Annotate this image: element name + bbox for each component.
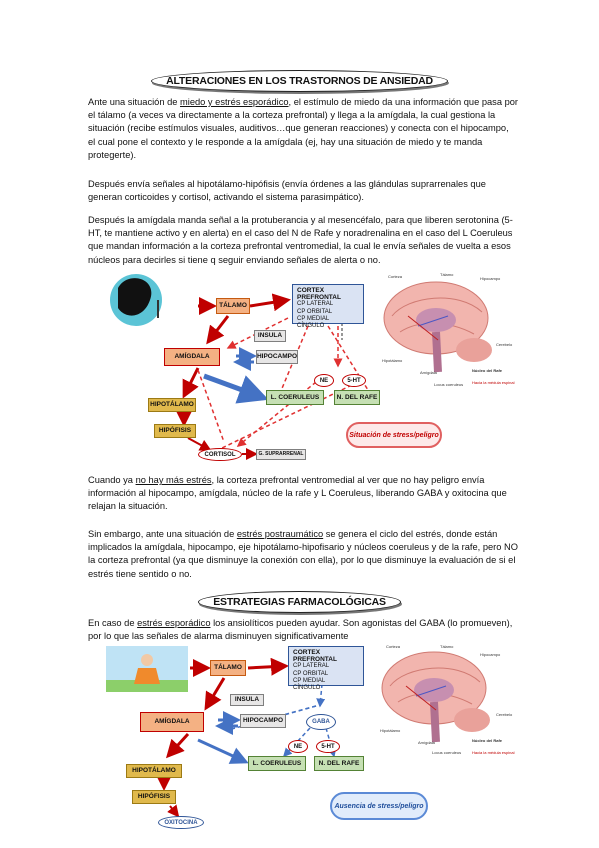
brain-label: Cerebelo bbox=[496, 712, 513, 717]
brain-label: Hipocampo bbox=[480, 276, 501, 281]
paragraph-5: Sin embargo, ante una situación de estré… bbox=[88, 528, 518, 581]
paragraph-3: Después la amígdala manda señal a la pro… bbox=[88, 214, 518, 267]
p5-text-a: Sin embargo, ante una situación de bbox=[88, 529, 237, 539]
paragraph-2: Después envía señales al hipotálamo-hipó… bbox=[88, 178, 518, 204]
p5-underline: estrés postraumático bbox=[236, 529, 324, 539]
hipofisis-box: HIPÓFISIS bbox=[154, 424, 196, 438]
cortex-title: CORTEX PREFRONTAL bbox=[297, 287, 341, 302]
cortex-item: CP MEDIAL bbox=[297, 315, 330, 322]
cortex-item: CP LATERAL bbox=[297, 301, 334, 308]
p4-text-b: , la corteza prefrontal ventromedial al … bbox=[88, 475, 507, 512]
brain-label: Locus coeruleus bbox=[432, 750, 462, 755]
hipocampo-box: HIPOCAMPO bbox=[256, 350, 298, 364]
meditation-figure bbox=[106, 646, 188, 692]
calm-cloud: Ausencia de stress/peligro bbox=[330, 792, 428, 820]
brain-label: Núcleo del Rafe bbox=[472, 368, 503, 373]
brain-label: Amígdala bbox=[420, 370, 437, 375]
amigdala-box: AMÍGDALA bbox=[140, 712, 204, 732]
p6-text-b: los ansiolíticos pueden ayudar. Son agon… bbox=[88, 618, 513, 642]
cortex-box: CORTEX PREFRONTAL CP LATERAL CP ORBITAL … bbox=[288, 646, 364, 691]
diagram-2-arrows bbox=[106, 646, 337, 818]
diagram-stress: TÁLAMO CORTEX PREFRONTAL CP LATERAL CP O… bbox=[88, 270, 518, 470]
brain-label: Hacia la médula espinal bbox=[472, 380, 515, 385]
rafe-box: N. DEL RAFE bbox=[334, 390, 380, 405]
cortisol-badge: CORTISOL bbox=[198, 448, 242, 461]
cortex-item: CÍNGULO bbox=[293, 685, 321, 692]
insula-box: INSULA bbox=[230, 694, 264, 706]
brain-label: Corteza bbox=[388, 274, 403, 279]
brain-label: Locus coeruleus bbox=[434, 382, 464, 387]
brain-label: Tálamo bbox=[440, 272, 454, 277]
ne-badge: NE bbox=[314, 374, 334, 387]
talamo-box: TÁLAMO bbox=[210, 660, 246, 676]
brain-illustration-1 bbox=[383, 281, 492, 373]
brain-label: Hipotálamo bbox=[380, 728, 401, 733]
p2-text: Después envía señales al hipotálamo-hipó… bbox=[88, 179, 486, 203]
p4-text-a: Cuando ya bbox=[88, 475, 136, 485]
talamo-box: TÁLAMO bbox=[216, 298, 250, 314]
hipofisis-box: HIPÓFISIS bbox=[132, 790, 176, 804]
cortex-item: CP ORBITAL bbox=[293, 670, 329, 677]
rafe-box: N. DEL RAFE bbox=[314, 756, 364, 771]
brain-label: Hacia la médula espinal bbox=[472, 750, 515, 755]
heading-ansiedad: ALTERACIONES EN LOS TRASTORNOS DE ANSIED… bbox=[151, 70, 448, 92]
brain-label: Corteza bbox=[386, 644, 401, 649]
paragraph-4: Cuando ya no hay más estrés, la corteza … bbox=[88, 474, 518, 514]
insula-box: INSULA bbox=[254, 330, 286, 342]
ne-badge: NE bbox=[288, 740, 308, 753]
heading-farmacologicas: ESTRATEGIAS FARMACOLÓGICAS bbox=[198, 591, 401, 613]
p6-underline: estrés esporádico bbox=[137, 618, 211, 628]
cortex-box: CORTEX PREFRONTAL CP LATERAL CP ORBITAL … bbox=[292, 284, 364, 329]
p1-text-b: , el estímulo de miedo da una informació… bbox=[88, 97, 519, 160]
p5-text-b: se genera el ciclo del estrés, donde est… bbox=[88, 529, 518, 579]
cortex-item: CÍNGULO bbox=[297, 323, 325, 330]
brain-label: Núcleo del Rafe bbox=[472, 738, 503, 743]
section-heading-2: ESTRATEGIAS FARMACOLÓGICAS bbox=[0, 591, 599, 613]
brain-label: Hipotálamo bbox=[382, 358, 403, 363]
diagram-calm: TÁLAMO CORTEX PREFRONTAL CP LATERAL CP O… bbox=[88, 644, 518, 844]
p4-underline: no hay más estrés bbox=[135, 475, 212, 485]
cortex-title: CORTEX PREFRONTAL bbox=[293, 649, 337, 664]
stress-cloud: Situación de stress/peligro bbox=[346, 422, 442, 448]
diagram-1-arrows bbox=[110, 274, 369, 460]
paragraph-6: En caso de estrés esporádico los ansiolí… bbox=[88, 617, 518, 643]
cortex-item: CP LATERAL bbox=[293, 663, 330, 670]
cortex-item: CP ORBITAL bbox=[297, 308, 333, 315]
p6-text-a: En caso de bbox=[88, 618, 138, 628]
5ht-badge: 5-HT bbox=[342, 374, 366, 387]
p3-text: Después la amígdala manda señal a la pro… bbox=[88, 215, 513, 265]
brain-label: Amígdala bbox=[418, 740, 435, 745]
amigdala-box: AMÍGDALA bbox=[164, 348, 220, 366]
hipotalamo-box: HIPOTÁLAMO bbox=[148, 398, 196, 412]
oxitocina-badge: OXITOCINA bbox=[158, 816, 204, 829]
brain-label: Hipocampo bbox=[480, 652, 501, 657]
p1-text-a: Ante una situación de bbox=[88, 97, 181, 107]
5ht-badge: 5-HT bbox=[316, 740, 340, 753]
gaba-badge: GABA bbox=[306, 714, 336, 730]
brain-label: Cerebelo bbox=[496, 342, 513, 347]
section-heading-1: ALTERACIONES EN LOS TRASTORNOS DE ANSIED… bbox=[0, 70, 599, 92]
p1-underline: miedo y estrés esporádico bbox=[180, 97, 289, 107]
cortex-item: CP MEDIAL bbox=[293, 677, 326, 684]
suprarrenal-box: G. SUPRARRENAL bbox=[256, 449, 306, 460]
hipocampo-box: HIPOCAMPO bbox=[240, 714, 286, 728]
coeruleus-box: L. COERULEUS bbox=[266, 390, 324, 405]
fear-figure bbox=[110, 274, 162, 326]
paragraph-1: Ante una situación de miedo y estrés esp… bbox=[88, 96, 518, 162]
hipotalamo-box: HIPOTÁLAMO bbox=[126, 764, 182, 778]
coeruleus-box: L. COERULEUS bbox=[248, 756, 306, 771]
brain-illustration-2 bbox=[381, 651, 490, 743]
brain-label: Tálamo bbox=[440, 644, 454, 649]
